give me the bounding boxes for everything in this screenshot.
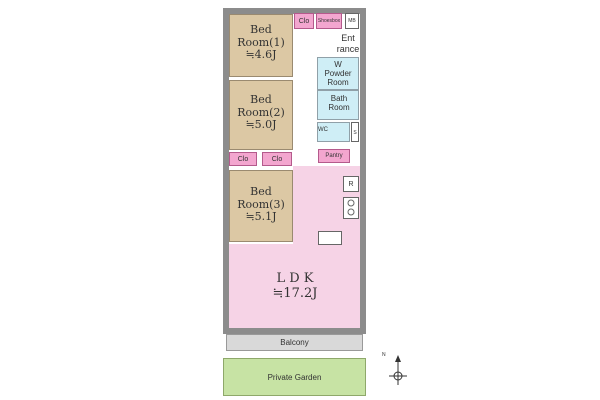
refrigerator: R [343, 176, 359, 192]
ldk-name: L D K [276, 271, 314, 286]
bedroom-1-name-line1: Bed [250, 23, 272, 36]
ldk-size: ≒17.2J [272, 285, 318, 301]
powder-room-label-line2: Room [327, 78, 349, 87]
outer-wall-bottom [223, 328, 366, 334]
closet-left: Clo [229, 152, 257, 166]
ldk-label: L D K ≒17.2J [250, 271, 340, 302]
bedroom-2-size: ≒5.0J [245, 118, 277, 132]
balcony: Balcony [226, 334, 363, 351]
bedroom-2-name-line2: Room(2) [237, 105, 285, 119]
compass: N [382, 352, 413, 387]
entrance-label-line2: rance [336, 44, 360, 54]
kitchen-counter [318, 231, 342, 245]
bedroom-2 [229, 80, 293, 150]
closet-top: Clo [294, 13, 314, 29]
bath-room [317, 90, 359, 120]
bath-room-label-line1: Bath [330, 94, 348, 103]
stove-icon [347, 199, 355, 216]
entrance-label: Ent rance [331, 33, 365, 55]
bedroom-3-size: ≒5.1J [245, 210, 277, 224]
bedroom-1-size: ≒4.6J [245, 48, 277, 62]
bedroom-3 [229, 170, 293, 242]
bedroom-1-name-line2: Room(1) [237, 35, 285, 49]
bedroom-1-label: Bed Room(1) ≒4.6J [229, 23, 293, 62]
stove [343, 197, 359, 219]
washer-label: W [334, 60, 342, 69]
storage: S [351, 122, 359, 142]
pantry: Pantry [318, 149, 350, 163]
entrance-label-line1: Ent [341, 33, 355, 43]
outer-wall-left [223, 8, 229, 334]
outer-wall-right [360, 8, 366, 334]
wc-room [317, 122, 350, 142]
bedroom-3-name-line1: Bed [250, 185, 272, 198]
meter-box: MB [345, 13, 359, 29]
bedroom-2-label: Bed Room(2) ≒5.0J [229, 93, 293, 132]
bath-room-label-line2: Room [328, 103, 350, 112]
powder-room [317, 57, 359, 90]
powder-room-label: W Powder Room [318, 60, 358, 87]
bath-room-label: Bath Room [324, 94, 354, 112]
shoes-box: Shoesbox [316, 13, 342, 29]
compass-north-label: N [382, 352, 386, 358]
bedroom-3-label: Bed Room(3) ≒5.1J [229, 185, 293, 224]
wc-label: WC [318, 127, 328, 133]
powder-room-label-line1: Powder [324, 69, 352, 78]
compass-icon [389, 355, 407, 385]
closet-right: Clo [262, 152, 292, 166]
outer-wall-top [223, 8, 365, 14]
ldk-room [229, 244, 360, 328]
bedroom-1 [229, 14, 293, 77]
bedroom-2-name-line1: Bed [250, 93, 272, 106]
private-garden: Private Garden [223, 358, 366, 396]
bedroom-3-name-line2: Room(3) [237, 197, 285, 211]
